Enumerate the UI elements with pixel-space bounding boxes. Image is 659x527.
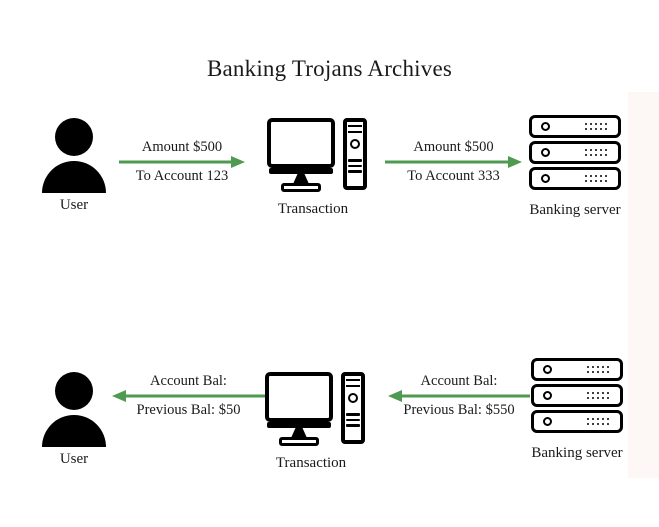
avatar-head xyxy=(55,118,93,156)
user-avatar-icon xyxy=(42,372,106,448)
top-user-node: User xyxy=(42,118,106,213)
server-led xyxy=(543,365,552,374)
server-unit xyxy=(529,141,621,164)
server-vent-dots xyxy=(587,418,611,427)
tower-icon xyxy=(341,372,365,444)
bottom-server-label: Banking server xyxy=(531,445,623,461)
top-arrow-transaction-to-server: Amount $500 To Account 333 xyxy=(385,139,522,184)
bottom-arrow2-line1: Account Bal: xyxy=(420,372,498,389)
server-rack-icon xyxy=(531,358,623,434)
bottom-transaction-node: Transaction xyxy=(265,372,365,471)
avatar-body xyxy=(42,161,106,193)
tower-drive-bay xyxy=(348,125,362,133)
server-led xyxy=(541,122,550,131)
server-vent-dots xyxy=(585,175,609,184)
monitor-icon xyxy=(265,372,333,446)
server-led xyxy=(543,417,552,426)
top-transaction-node: Transaction xyxy=(267,118,367,217)
server-unit xyxy=(531,410,623,433)
tower-vents xyxy=(346,413,360,430)
server-vent-dots xyxy=(587,366,611,375)
top-server-node: Banking server xyxy=(529,115,621,218)
server-unit xyxy=(531,384,623,407)
monitor-bezel xyxy=(267,422,331,428)
monitor-icon xyxy=(267,118,335,192)
arrow-left-icon xyxy=(112,390,265,402)
server-led xyxy=(541,174,550,183)
user-avatar-icon xyxy=(42,118,106,194)
right-edge-band xyxy=(628,92,659,478)
avatar-head xyxy=(55,372,93,410)
tower-vents xyxy=(348,159,362,176)
monitor-neck xyxy=(293,174,309,184)
server-vent-dots xyxy=(585,149,609,158)
avatar-body xyxy=(42,415,106,447)
bottom-arrow-transaction-to-user: Account Bal: Previous Bal: $50 xyxy=(112,373,265,418)
tower-drive-bay xyxy=(346,379,360,387)
tower-power-button xyxy=(348,393,358,403)
bottom-user-label: User xyxy=(59,451,89,467)
bottom-arrow2-line2: Previous Bal: $550 xyxy=(403,402,515,418)
monitor-neck xyxy=(291,428,307,438)
tower-icon xyxy=(343,118,367,190)
monitor-bezel xyxy=(269,168,333,174)
monitor-screen xyxy=(265,372,333,422)
server-unit xyxy=(529,115,621,138)
monitor-base xyxy=(279,437,319,446)
page-title: Banking Trojans Archives xyxy=(206,56,453,81)
top-server-label: Banking server xyxy=(529,202,621,218)
server-led xyxy=(543,391,552,400)
top-arrow1-line2: To Account 123 xyxy=(135,168,229,184)
desktop-computer-icon xyxy=(267,118,367,192)
server-unit xyxy=(529,167,621,190)
bottom-arrow1-line2: Previous Bal: $50 xyxy=(136,402,241,418)
tower-power-button xyxy=(350,139,360,149)
server-rack-icon xyxy=(529,115,621,191)
monitor-screen xyxy=(267,118,335,168)
bottom-arrow1-line1: Account Bal: xyxy=(150,372,227,389)
monitor-base xyxy=(281,183,321,192)
arrow-left-icon xyxy=(388,390,530,402)
server-unit xyxy=(531,358,623,381)
server-led xyxy=(541,148,550,157)
bottom-user-node: User xyxy=(42,372,106,467)
server-vent-dots xyxy=(587,392,611,401)
bottom-server-node: Banking server xyxy=(531,358,623,461)
top-arrow2-line1: Amount $500 xyxy=(413,138,494,155)
top-transaction-label: Transaction xyxy=(277,201,349,217)
arrow-right-icon xyxy=(385,156,522,168)
arrow-right-icon xyxy=(119,156,245,168)
bottom-arrow-server-to-transaction: Account Bal: Previous Bal: $550 xyxy=(388,373,530,418)
server-vent-dots xyxy=(585,123,609,132)
top-arrow1-line1: Amount $500 xyxy=(141,138,223,155)
bottom-transaction-label: Transaction xyxy=(275,455,347,471)
top-arrow-user-to-transaction: Amount $500 To Account 123 xyxy=(119,139,245,184)
top-user-label: User xyxy=(59,197,89,213)
top-arrow2-line2: To Account 333 xyxy=(407,168,500,184)
desktop-computer-icon xyxy=(265,372,365,446)
